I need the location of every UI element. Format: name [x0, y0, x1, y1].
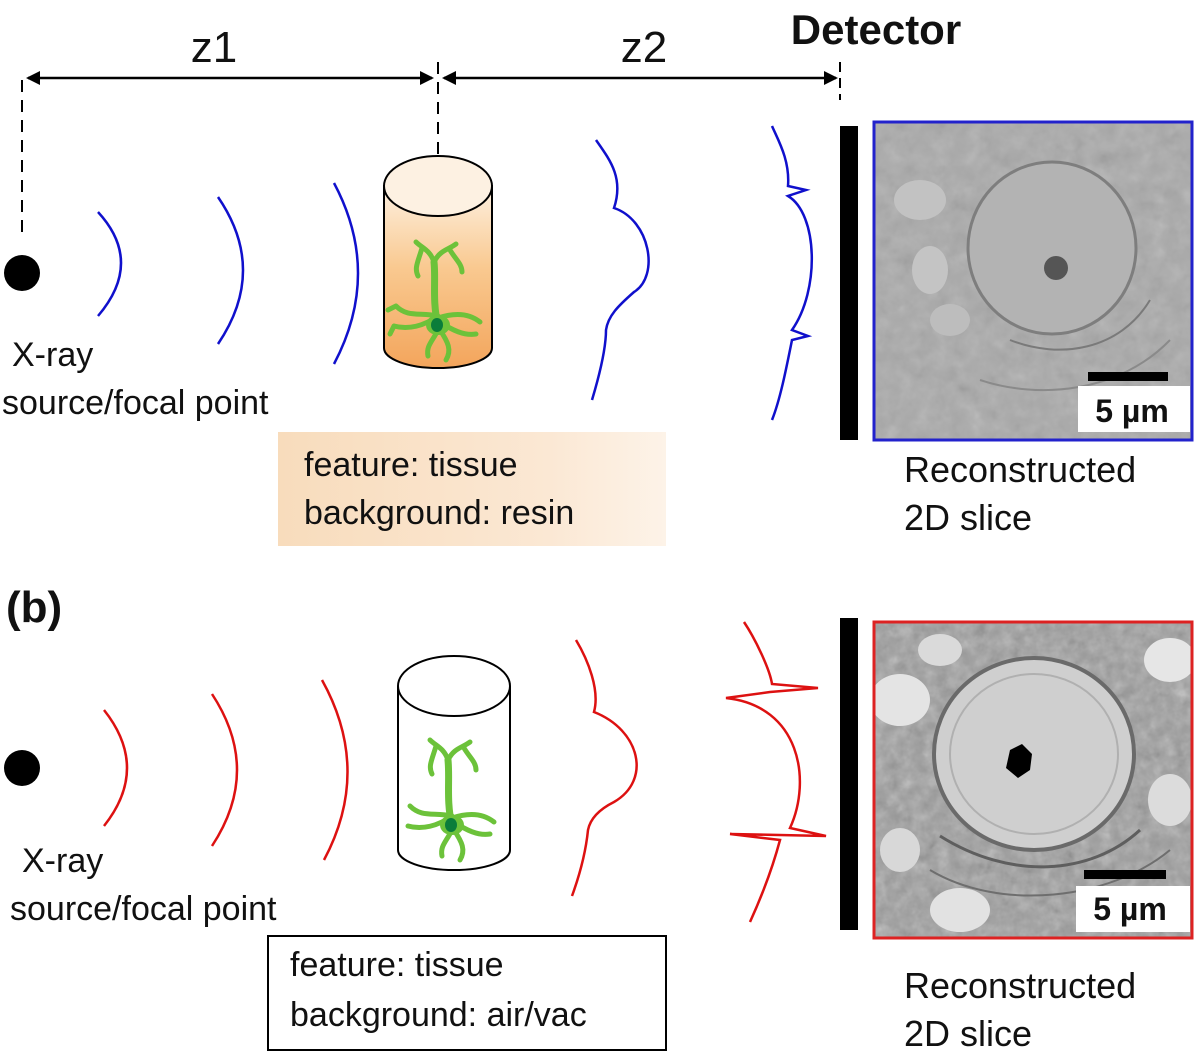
- wavefront-b-3: [320, 679, 349, 861]
- slice-b-frame: [872, 620, 1194, 940]
- reconstructed-slice-a: [874, 122, 1192, 440]
- distorted-wave-1: [590, 139, 650, 401]
- distorted-wave-2: [770, 125, 814, 421]
- xray-source-dot: [4, 255, 40, 291]
- detector-a: [840, 126, 858, 440]
- source-label-line1: X-ray: [12, 336, 93, 374]
- slice-a-frame: [872, 120, 1194, 442]
- wavefront-3: [332, 182, 360, 365]
- distorted-wave-b-2: [725, 621, 827, 923]
- neuron-a-nucleus: [431, 318, 443, 332]
- recon-b-line1: Reconstructed: [904, 965, 1136, 1006]
- distorted-wave-b-1: [570, 639, 638, 897]
- recon-b-line2: 2D slice: [904, 1013, 1032, 1054]
- scalebar-b-label: 5 µm: [1093, 891, 1167, 927]
- source-b-line1: X-ray: [22, 842, 103, 880]
- xray-source-dot-b: [4, 750, 40, 786]
- info-box-a: [278, 432, 666, 546]
- info-a-background: background: resin: [304, 494, 574, 532]
- z1-label: z1: [191, 23, 237, 72]
- reconstructed-slice-b: [874, 622, 1192, 938]
- panel-b-label: (b): [6, 583, 62, 632]
- scalebar-a-label: 5 µm: [1095, 393, 1169, 429]
- info-b-background: background: air/vac: [290, 996, 587, 1034]
- info-b-feature: feature: tissue: [290, 946, 504, 984]
- source-b-line2: source/focal point: [10, 890, 277, 928]
- neuron-b-nucleus: [445, 818, 457, 832]
- detector-label: Detector: [791, 6, 961, 53]
- detector-b: [840, 618, 858, 930]
- wavefront-b-2: [210, 693, 239, 847]
- info-box-b: [267, 935, 667, 1051]
- wavefront-1: [97, 211, 123, 317]
- info-a-feature: feature: tissue: [304, 446, 518, 484]
- sample-cylinder-air: [397, 655, 511, 871]
- wavefront-b-1: [103, 709, 129, 827]
- recon-a-line1: Reconstructed: [904, 449, 1136, 490]
- z2-label: z2: [621, 23, 667, 72]
- wavefront-2: [216, 196, 245, 345]
- source-label-line2: source/focal point: [2, 384, 269, 422]
- recon-a-line2: 2D slice: [904, 497, 1032, 538]
